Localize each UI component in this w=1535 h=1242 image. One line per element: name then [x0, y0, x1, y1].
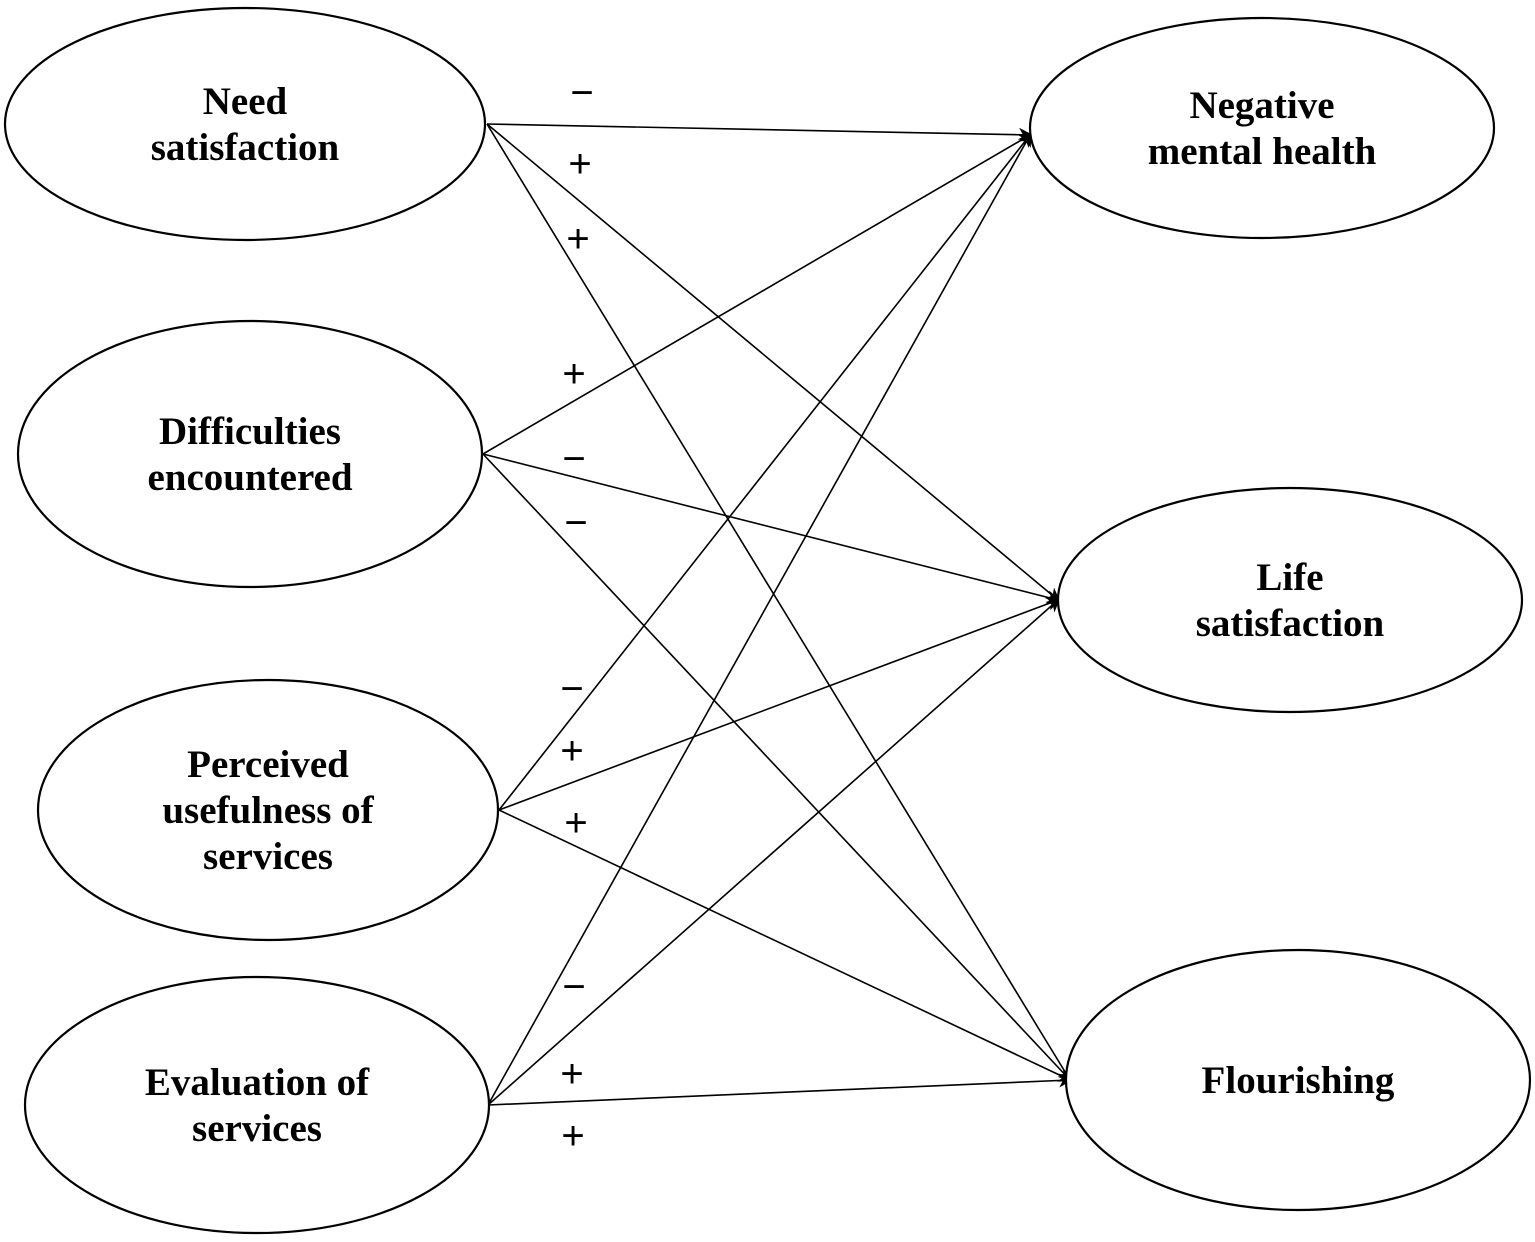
path-sign-evaluation-to-life: + — [560, 1052, 583, 1096]
path-sign-need-to-life: + — [568, 142, 591, 186]
node-label-need-line-1: Need — [203, 80, 288, 123]
node-ellipse-evaluation — [23, 975, 491, 1235]
path-sign-difficulties-to-life: − — [562, 437, 585, 481]
node-label-evaluation-line-2: services — [192, 1107, 322, 1150]
node-label-life-line-1: Life — [1256, 556, 1323, 599]
node-label-need-line-2: satisfaction — [151, 126, 340, 169]
path-sign-need-to-flourishing: + — [566, 217, 589, 261]
node-label-usefulness-line-2: usefulness of — [162, 789, 374, 832]
path-arrow-evaluation-to-flourishing — [487, 1073, 1073, 1106]
node-label-negative-line-1: Negative — [1189, 84, 1334, 127]
path-sign-evaluation-to-negative: − — [562, 965, 585, 1009]
path-arrow-need-to-flourishing — [486, 123, 1072, 1083]
path-sign-usefulness-to-negative: − — [560, 667, 583, 711]
node-label-flourishing-line-1: Flourishing — [1202, 1059, 1395, 1102]
node-label-difficulties-line-1: Difficulties — [159, 410, 341, 453]
paths-layer — [482, 123, 1073, 1106]
node-label-evaluation-line-1: Evaluation of — [145, 1061, 370, 1104]
node-ellipse-usefulness — [36, 678, 500, 942]
node-label-life-line-2: satisfaction — [1196, 602, 1385, 645]
path-arrow-evaluation-to-life — [487, 598, 1061, 1106]
path-arrow-difficulties-to-negative — [482, 133, 1033, 455]
node-label-usefulness-line-1: Perceived — [187, 743, 349, 786]
node-ellipse-difficulties — [16, 319, 484, 589]
node-label-difficulties-line-2: encountered — [147, 456, 352, 499]
path-sign-evaluation-to-flourishing: + — [561, 1114, 584, 1158]
node-ellipse-need — [3, 6, 487, 242]
node-ellipse-negative — [1028, 16, 1496, 240]
path-sign-usefulness-to-life: + — [560, 729, 583, 773]
path-arrow-difficulties-to-flourishing — [482, 453, 1073, 1083]
path-arrow-usefulness-to-life — [498, 597, 1061, 811]
path-arrow-evaluation-to-negative — [487, 132, 1032, 1106]
path-sign-need-to-negative: − — [570, 71, 593, 115]
path-sign-difficulties-to-flourishing: − — [564, 501, 587, 545]
path-sign-usefulness-to-flourishing: + — [564, 801, 587, 845]
node-ellipse-life — [1056, 486, 1524, 714]
node-label-usefulness-line-3: services — [203, 835, 333, 878]
node-flourishing: Flourishing — [1064, 948, 1532, 1212]
nodes-layer: NeedsatisfactionDifficultiesencounteredP… — [3, 6, 1532, 1235]
signs-layer: − + + + − − − + + − + + — [560, 71, 593, 1158]
path-arrow-need-to-negative — [486, 123, 1033, 142]
node-label-negative-line-2: mental health — [1148, 130, 1377, 173]
path-sign-difficulties-to-negative: + — [562, 352, 585, 396]
path-arrow-usefulness-to-flourishing — [498, 809, 1073, 1082]
path-arrow-usefulness-to-negative — [498, 132, 1032, 811]
node-ellipse-flourishing — [1064, 948, 1532, 1212]
path-arrow-difficulties-to-life — [482, 453, 1061, 605]
path-arrow-need-to-life — [486, 123, 1061, 602]
